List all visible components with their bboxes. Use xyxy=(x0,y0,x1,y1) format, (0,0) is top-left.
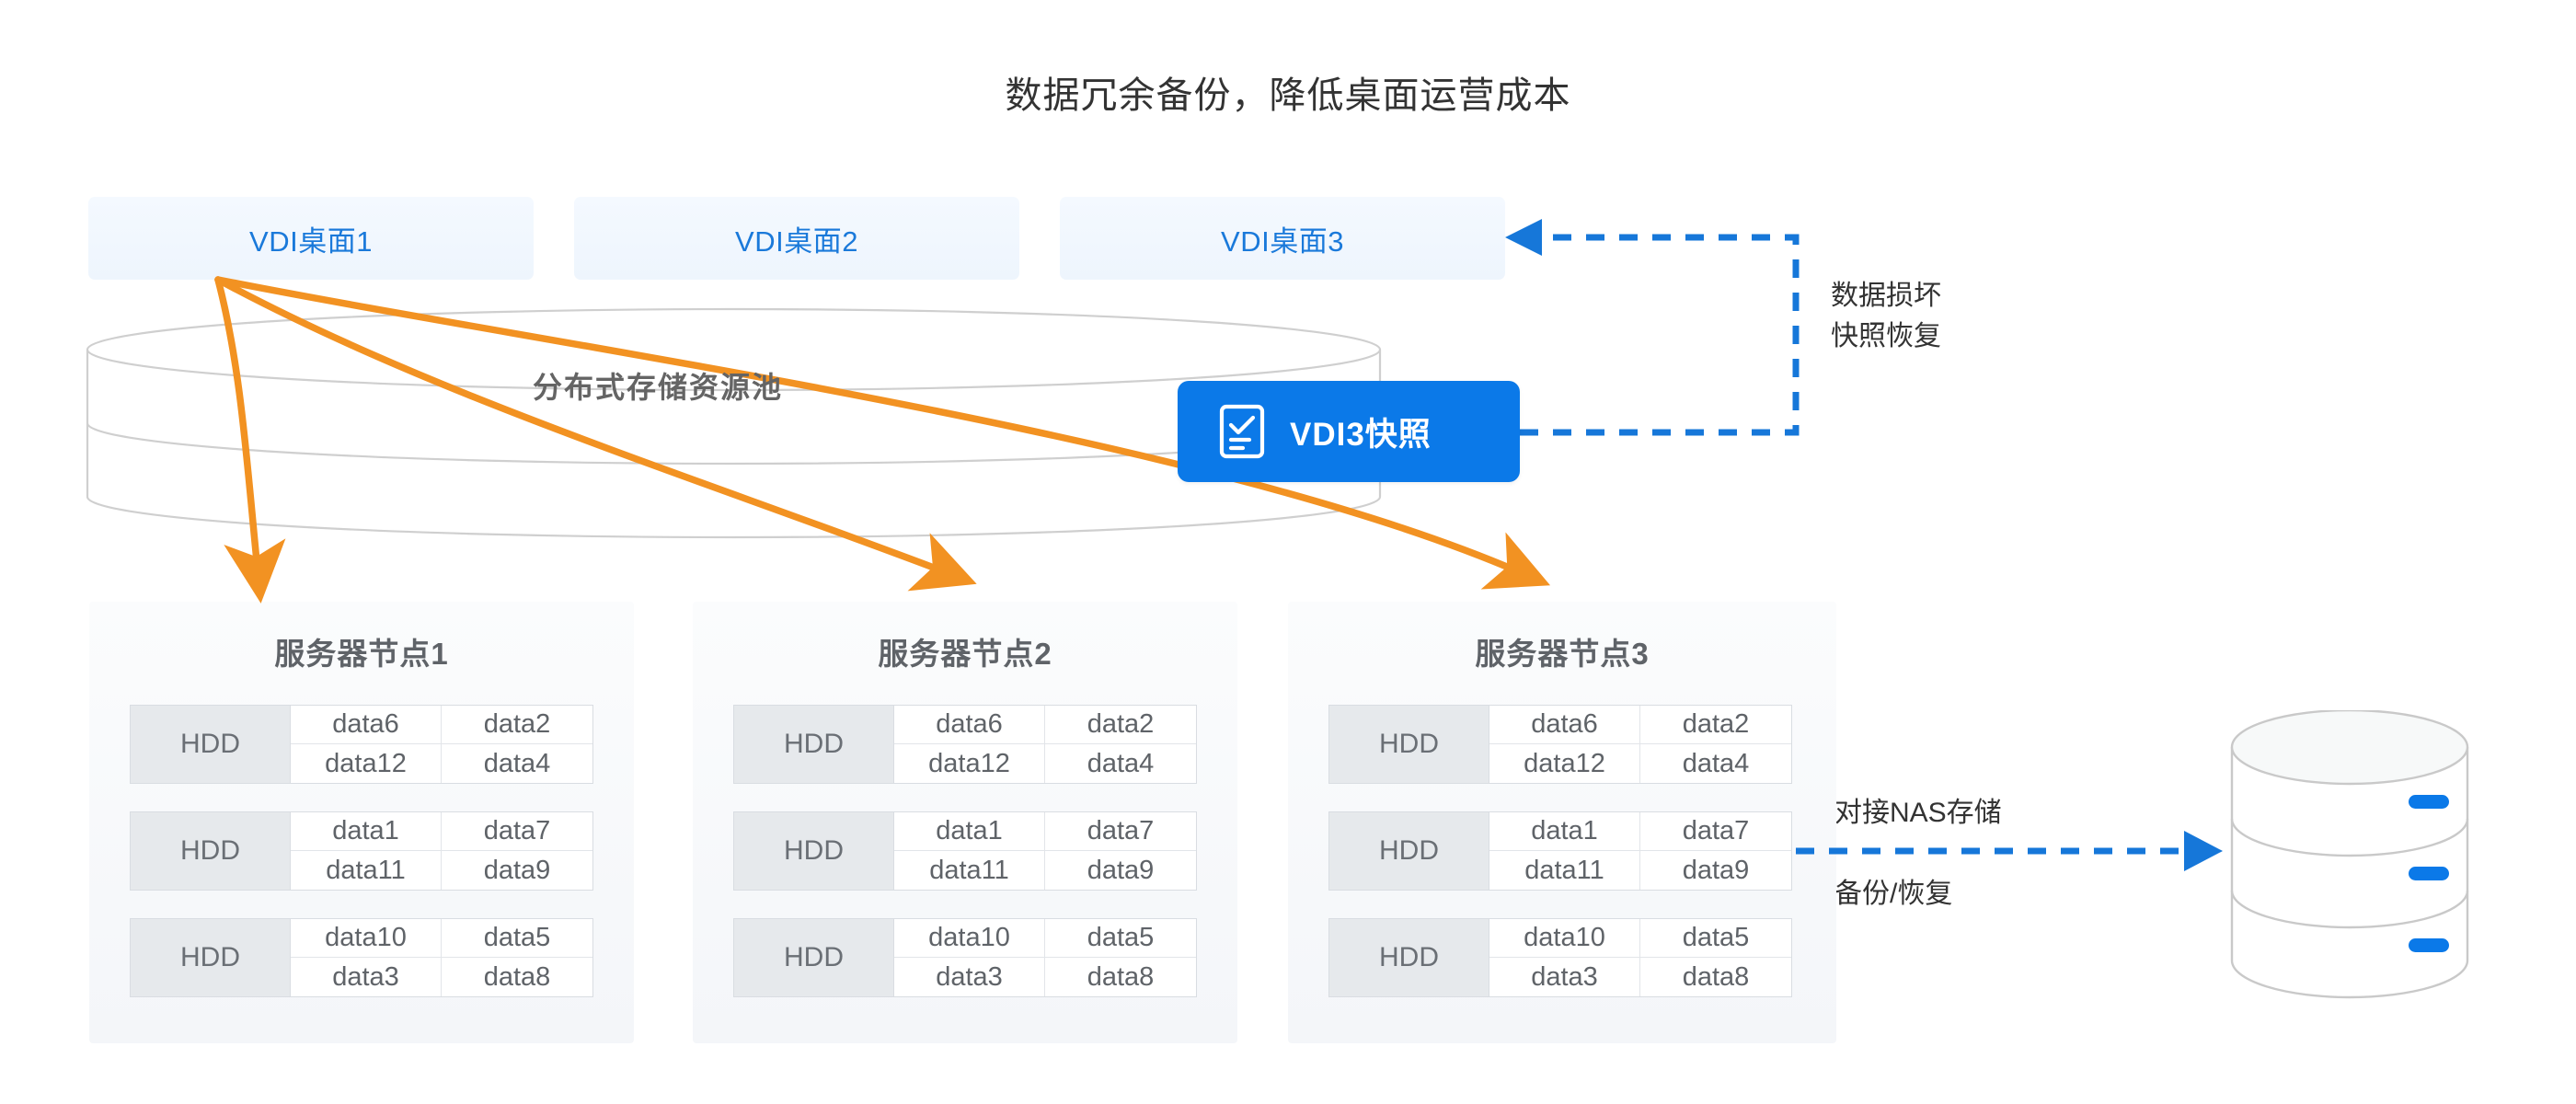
server-node-3: 服务器节点3 HDD data6 data2 data12 data4 HDD … xyxy=(1288,602,1836,1043)
data-grid: data10 data5 data3 data8 xyxy=(1489,919,1791,996)
hdd-group: HDD data10 data5 data3 data8 xyxy=(733,918,1197,997)
data-cell: data5 xyxy=(1045,919,1196,958)
data-cell: data1 xyxy=(1489,812,1640,851)
hdd-group: HDD data1 data7 data11 data9 xyxy=(130,811,593,891)
vdi-desktop-3[interactable]: VDI桌面3 xyxy=(1060,197,1505,280)
snapshot-restore-line-2: 快照恢复 xyxy=(1831,321,1941,351)
database-stack-icon xyxy=(2230,708,2469,999)
vdi3-snapshot-badge[interactable]: VDI3快照 xyxy=(1178,381,1520,482)
data-grid: data1 data7 data11 data9 xyxy=(291,812,592,890)
data-cell: data8 xyxy=(442,958,592,996)
storage-pool-label: 分布式存储资源池 xyxy=(532,371,783,404)
data-cell: data4 xyxy=(1045,744,1196,783)
server-node-1: 服务器节点1 HDD data6 data2 data12 data4 HDD … xyxy=(89,602,634,1043)
hdd-label: HDD xyxy=(131,919,291,996)
vdi-desktop-2-label: VDI桌面2 xyxy=(735,224,858,258)
data-cell: data2 xyxy=(1640,706,1791,744)
data-cell: data10 xyxy=(894,919,1045,958)
data-cell: data12 xyxy=(291,744,442,783)
page-title: 数据冗余备份，降低桌面运营成本 xyxy=(1005,75,1571,116)
vdi-desktop-1-label: VDI桌面1 xyxy=(249,224,373,258)
data-grid: data1 data7 data11 data9 xyxy=(1489,812,1791,890)
hdd-group: HDD data10 data5 data3 data8 xyxy=(130,918,593,997)
nas-tier-indicator xyxy=(2409,938,2449,952)
data-cell: data3 xyxy=(291,958,442,996)
hdd-label: HDD xyxy=(734,919,894,996)
server-node-2-title: 服务器节点2 xyxy=(878,637,1052,671)
data-cell: data1 xyxy=(291,812,442,851)
data-grid: data10 data5 data3 data8 xyxy=(291,919,592,996)
clipboard-check-icon xyxy=(1219,404,1265,459)
data-cell: data9 xyxy=(442,851,592,890)
vdi-desktop-2[interactable]: VDI桌面2 xyxy=(574,197,1019,280)
nas-tier-indicator xyxy=(2409,867,2449,880)
data-cell: data3 xyxy=(1489,958,1640,996)
hdd-label: HDD xyxy=(734,706,894,783)
hdd-group: HDD data6 data2 data12 data4 xyxy=(130,705,593,784)
data-cell: data7 xyxy=(1640,812,1791,851)
data-cell: data6 xyxy=(894,706,1045,744)
data-cell: data5 xyxy=(1640,919,1791,958)
replication-arrow-node-2 xyxy=(214,276,977,592)
vdi-desktop-3-label: VDI桌面3 xyxy=(1221,224,1344,258)
data-cell: data4 xyxy=(1640,744,1791,783)
data-cell: data11 xyxy=(1489,851,1640,890)
vdi-desktop-1[interactable]: VDI桌面1 xyxy=(88,197,534,280)
data-cell: data8 xyxy=(1045,958,1196,996)
data-cell: data9 xyxy=(1045,851,1196,890)
data-cell: data10 xyxy=(1489,919,1640,958)
hdd-group: HDD data10 data5 data3 data8 xyxy=(1328,918,1792,997)
server-node-3-title: 服务器节点3 xyxy=(1475,637,1650,671)
data-cell: data4 xyxy=(442,744,592,783)
data-cell: data2 xyxy=(442,706,592,744)
server-node-1-title: 服务器节点1 xyxy=(274,637,449,671)
snapshot-restore-annotation: 数据损坏 快照恢复 xyxy=(1831,276,1941,357)
data-cell: data6 xyxy=(1489,706,1640,744)
hdd-group: HDD data1 data7 data11 data9 xyxy=(733,811,1197,891)
data-cell: data9 xyxy=(1640,851,1791,890)
data-cell: data7 xyxy=(442,812,592,851)
data-grid: data1 data7 data11 data9 xyxy=(894,812,1196,890)
nas-annotation-line-1: 对接NAS存储 xyxy=(1834,798,2002,828)
hdd-label: HDD xyxy=(1329,706,1489,783)
hdd-label: HDD xyxy=(1329,812,1489,890)
nas-annotation-line-2: 备份/恢复 xyxy=(1834,879,1953,909)
data-cell: data2 xyxy=(1045,706,1196,744)
hdd-label: HDD xyxy=(131,812,291,890)
hdd-group: HDD data6 data2 data12 data4 xyxy=(733,705,1197,784)
data-cell: data8 xyxy=(1640,958,1791,996)
server-node-2: 服务器节点2 HDD data6 data2 data12 data4 HDD … xyxy=(693,602,1237,1043)
data-cell: data12 xyxy=(1489,744,1640,783)
replication-arrow-node-1 xyxy=(214,276,286,604)
vdi3-snapshot-label: VDI3快照 xyxy=(1290,416,1432,453)
data-cell: data3 xyxy=(894,958,1045,996)
data-cell: data6 xyxy=(291,706,442,744)
snapshot-restore-connector xyxy=(1505,219,1800,436)
data-cell: data1 xyxy=(894,812,1045,851)
data-grid: data6 data2 data12 data4 xyxy=(291,706,592,783)
data-cell: data10 xyxy=(291,919,442,958)
data-cell: data5 xyxy=(442,919,592,958)
hdd-label: HDD xyxy=(734,812,894,890)
hdd-group: HDD data1 data7 data11 data9 xyxy=(1328,811,1792,891)
data-grid: data6 data2 data12 data4 xyxy=(1489,706,1791,783)
hdd-label: HDD xyxy=(131,706,291,783)
nas-storage[interactable] xyxy=(2212,708,2488,1005)
data-cell: data12 xyxy=(894,744,1045,783)
data-grid: data10 data5 data3 data8 xyxy=(894,919,1196,996)
data-cell: data11 xyxy=(291,851,442,890)
data-cell: data7 xyxy=(1045,812,1196,851)
hdd-label: HDD xyxy=(1329,919,1489,996)
hdd-group: HDD data6 data2 data12 data4 xyxy=(1328,705,1792,784)
nas-backup-connector xyxy=(1796,831,2223,871)
snapshot-restore-line-1: 数据损坏 xyxy=(1831,281,1941,311)
nas-tier-indicator xyxy=(2409,795,2449,809)
data-grid: data6 data2 data12 data4 xyxy=(894,706,1196,783)
data-cell: data11 xyxy=(894,851,1045,890)
